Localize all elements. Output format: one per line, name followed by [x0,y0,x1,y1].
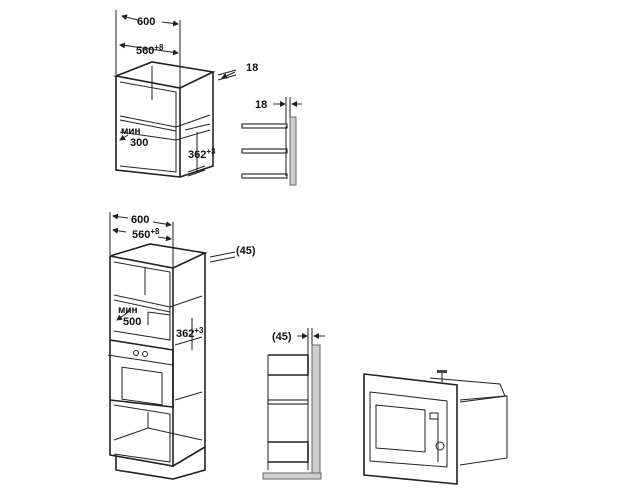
dim-side-view-45: (45) [272,331,292,343]
dim-side-view-18: 18 [255,99,267,111]
tall-cabinet-drawing [107,212,236,480]
label-min: мин [121,126,141,137]
dim-width-600: 600 [137,16,155,28]
dim-tall-width-600: 600 [131,214,149,226]
wall-cabinet-side-view [241,97,302,186]
dim-width-560: 560+8 [136,43,164,57]
dim-tall-height-362: 362+3 [176,326,204,340]
dim-tall-width-560: 560+8 [132,227,160,241]
dim-side-18: 18 [246,62,258,74]
wall-cabinet-drawing [113,10,237,178]
dim-depth-500: 500 [123,316,141,328]
label-tall-min: мин [118,305,138,316]
tall-cabinet-side-view [262,328,325,480]
dim-height-362: 362+3 [188,147,216,161]
dim-tall-side-45: (45) [236,245,256,257]
dim-depth-300: 300 [130,137,148,149]
built-in-microwave-drawing [363,370,508,485]
